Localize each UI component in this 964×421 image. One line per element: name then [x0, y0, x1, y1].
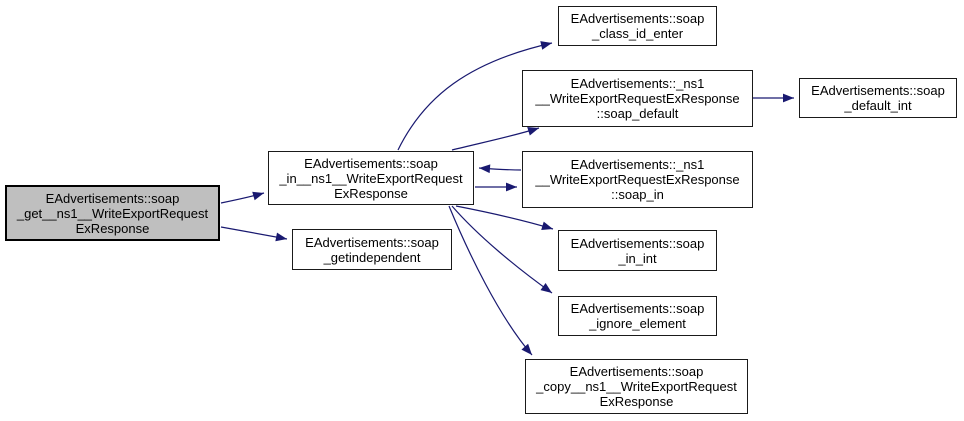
- edge-ns1-soap-in-to-soap-in: [478, 164, 522, 174]
- node-label-line: _ignore_element: [589, 316, 686, 331]
- node-ns1-soap-default[interactable]: EAdvertisements::_ns1 __WriteExportReque…: [522, 70, 753, 127]
- node-label-line: EAdvertisements::_ns1: [570, 76, 705, 91]
- node-label-line: ::soap_in: [611, 187, 664, 202]
- node-soap-in[interactable]: EAdvertisements::soap _in__ns1__WriteExp…: [268, 151, 474, 205]
- node-label-line: EAdvertisements::_ns1: [570, 157, 705, 172]
- node-label-line: EAdvertisements::soap: [569, 364, 704, 379]
- node-label-line: _class_id_enter: [591, 26, 684, 41]
- node-label-line: _get__ns1__WriteExportRequest: [16, 205, 209, 221]
- node-label-line: EAdvertisements::soap: [570, 301, 705, 316]
- node-soap-copy[interactable]: EAdvertisements::soap _copy__ns1__WriteE…: [525, 359, 748, 414]
- node-label-line: EAdvertisements::soap: [570, 235, 705, 251]
- edge-soap-in-to-ns1-soap-default: [451, 127, 540, 151]
- edge-soap-in-to-soap-copy: [448, 205, 533, 356]
- node-label-line: EAdvertisements::soap: [305, 234, 439, 250]
- node-soap-getindependent[interactable]: EAdvertisements::soap _getindependent: [292, 229, 452, 270]
- node-label-line: ExResponse: [334, 185, 408, 201]
- node-soap-class-id-enter[interactable]: EAdvertisements::soap _class_id_enter: [558, 6, 717, 46]
- edge-soap-in-to-class-id-enter: [397, 41, 553, 151]
- node-label-line: EAdvertisements::soap: [45, 190, 180, 206]
- node-label-line: _in__ns1__WriteExportRequest: [279, 170, 463, 186]
- node-label-line: EAdvertisements::soap: [811, 83, 945, 98]
- node-label-line: ::soap_default: [596, 106, 679, 121]
- node-label-line: ExResponse: [599, 394, 674, 409]
- node-label-line: _copy__ns1__WriteExportRequest: [536, 379, 737, 394]
- node-soap-ignore-element[interactable]: EAdvertisements::soap _ignore_element: [558, 296, 717, 336]
- edge-soap-get-to-soap-in: [220, 191, 265, 204]
- node-label-line: __WriteExportRequestExResponse: [535, 172, 740, 187]
- node-label-line: _default_int: [844, 98, 912, 113]
- node-label-line: _getindependent: [323, 249, 421, 265]
- node-soap-in-int[interactable]: EAdvertisements::soap _in_int: [558, 230, 717, 271]
- node-soap-default-int[interactable]: EAdvertisements::soap _default_int: [799, 78, 957, 118]
- node-label-line: __WriteExportRequestExResponse: [535, 91, 740, 106]
- node-label-line: EAdvertisements::soap: [304, 155, 438, 171]
- edge-soap-get-to-getindependent: [220, 226, 288, 242]
- node-soap-get: EAdvertisements::soap _get__ns1__WriteEx…: [5, 185, 220, 241]
- node-label-line: EAdvertisements::soap: [570, 11, 705, 26]
- edge-soap-in-to-ignore-element: [451, 205, 553, 294]
- node-label-line: _in_int: [618, 250, 657, 266]
- node-ns1-soap-in[interactable]: EAdvertisements::_ns1 __WriteExportReque…: [522, 151, 753, 208]
- edge-soap-in-to-in-int: [455, 205, 554, 231]
- node-label-line: ExResponse: [75, 220, 150, 236]
